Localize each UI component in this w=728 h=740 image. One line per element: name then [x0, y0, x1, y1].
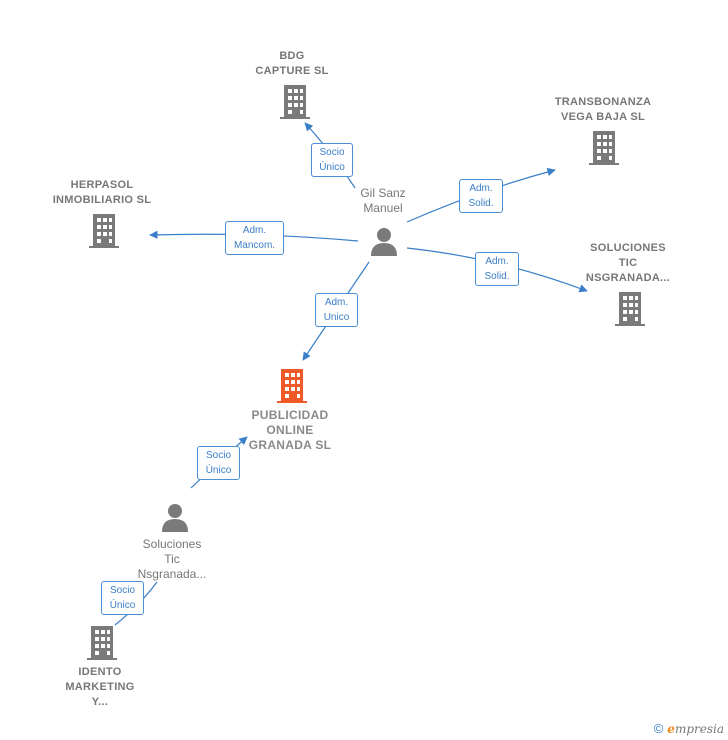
company-label: HERPASOL INMOBILIARIO SL — [52, 179, 152, 206]
node-soluciones-tic-person[interactable]: Soluciones Tic Nsgranada... — [122, 537, 222, 582]
person-label: Gil Sanz Manuel — [360, 186, 406, 215]
company-label: SOLUCIONES TIC NSGRANADA... — [585, 242, 671, 284]
building-icon[interactable] — [280, 85, 310, 119]
person-label: Soluciones Tic Nsgranada... — [137, 537, 207, 581]
relation-label-adm-mancom[interactable]: Adm. Mancom. — [225, 221, 284, 255]
building-icon[interactable] — [615, 292, 645, 326]
node-transbonanza[interactable]: TRANSBONANZA VEGA BAJA SL — [538, 95, 668, 125]
node-herpasol[interactable]: HERPASOL INMOBILIARIO SL — [37, 178, 167, 208]
brand-logo: empresia — [667, 721, 724, 736]
company-label: BDG CAPTURE SL — [255, 50, 329, 77]
relation-label-adm-solid[interactable]: Adm. Solid. — [459, 179, 503, 213]
relation-label-socio-unico[interactable]: Socio Único — [311, 143, 353, 177]
company-label: PUBLICIDAD ONLINE GRANADA SL — [248, 408, 332, 452]
relation-label-socio-unico[interactable]: Socio Único — [101, 581, 144, 615]
node-gil-sanz-manuel[interactable]: Gil Sanz Manuel — [333, 186, 433, 216]
relation-label-socio-unico[interactable]: Socio Único — [197, 446, 240, 480]
copyright-icon: © — [653, 721, 664, 736]
building-icon[interactable] — [89, 214, 119, 248]
building-icon[interactable] — [87, 626, 117, 660]
person-icon[interactable] — [160, 502, 190, 532]
node-soluciones-tic-company[interactable]: SOLUCIONES TIC NSGRANADA... — [568, 241, 688, 286]
company-label: TRANSBONANZA VEGA BAJA SL — [554, 96, 652, 123]
node-idento-marketing[interactable]: IDENTO MARKETING Y... — [45, 665, 155, 710]
node-bdg-capture[interactable]: BDG CAPTURE SL — [232, 49, 352, 79]
node-publicidad-online[interactable]: PUBLICIDAD ONLINE GRANADA SL — [230, 408, 350, 453]
empresia-brand[interactable]: © empresia — [654, 721, 724, 736]
company-label: IDENTO MARKETING Y... — [65, 666, 135, 708]
building-icon-focus[interactable] — [277, 369, 307, 403]
building-icon[interactable] — [589, 131, 619, 165]
relation-label-adm-unico[interactable]: Adm. Unico — [315, 293, 358, 327]
person-icon[interactable] — [369, 226, 399, 256]
relation-label-adm-solid[interactable]: Adm. Solid. — [475, 252, 519, 286]
